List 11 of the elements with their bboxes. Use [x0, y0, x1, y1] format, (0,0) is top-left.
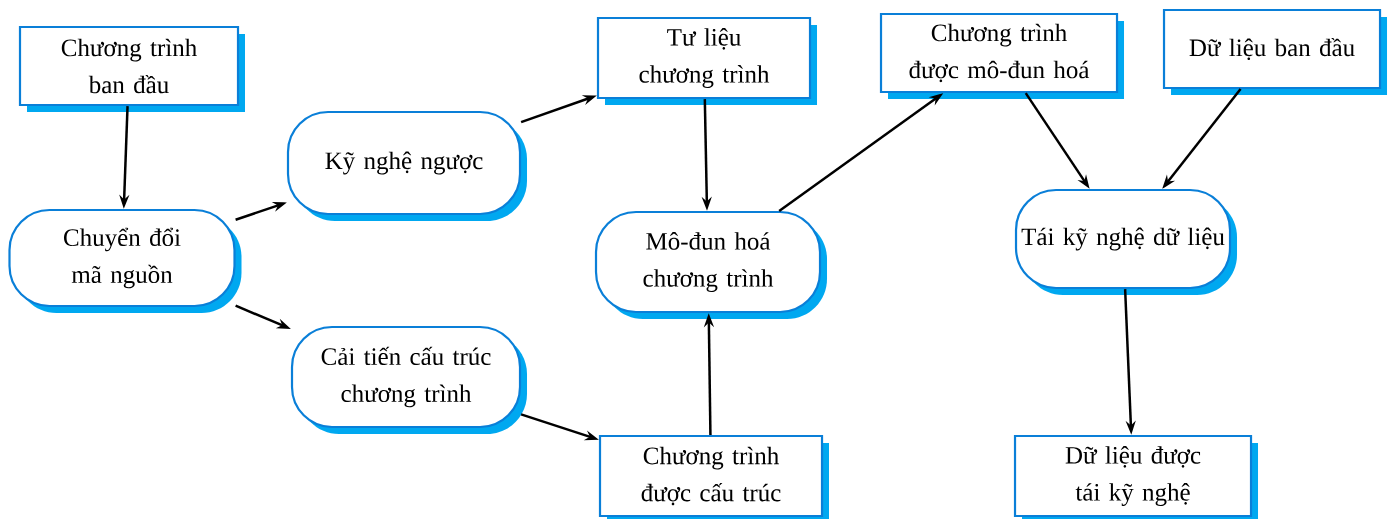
document-box: Chương trình được mô-đun hoá — [879, 12, 1124, 99]
process-box: Cải tiến cấu trúc chương trình — [290, 325, 527, 434]
document-box: Dữ liệu ban đầu — [1162, 8, 1387, 95]
process-box: Mô-đun hoá chương trình — [594, 210, 827, 319]
document-box: Chương trình ban đầu — [18, 25, 245, 112]
process-box: Tái kỹ nghệ dữ liệu — [1014, 188, 1237, 295]
process-box: Kỹ nghệ ngược — [286, 110, 527, 221]
document-box: Chương trình được cấu trúc — [598, 434, 829, 519]
document-box: Tư liệu chương trình — [596, 16, 817, 105]
process-box: Chuyển đổi mã nguồn — [8, 208, 242, 313]
document-box: Dữ liệu được tái kỹ nghệ — [1013, 434, 1258, 519]
